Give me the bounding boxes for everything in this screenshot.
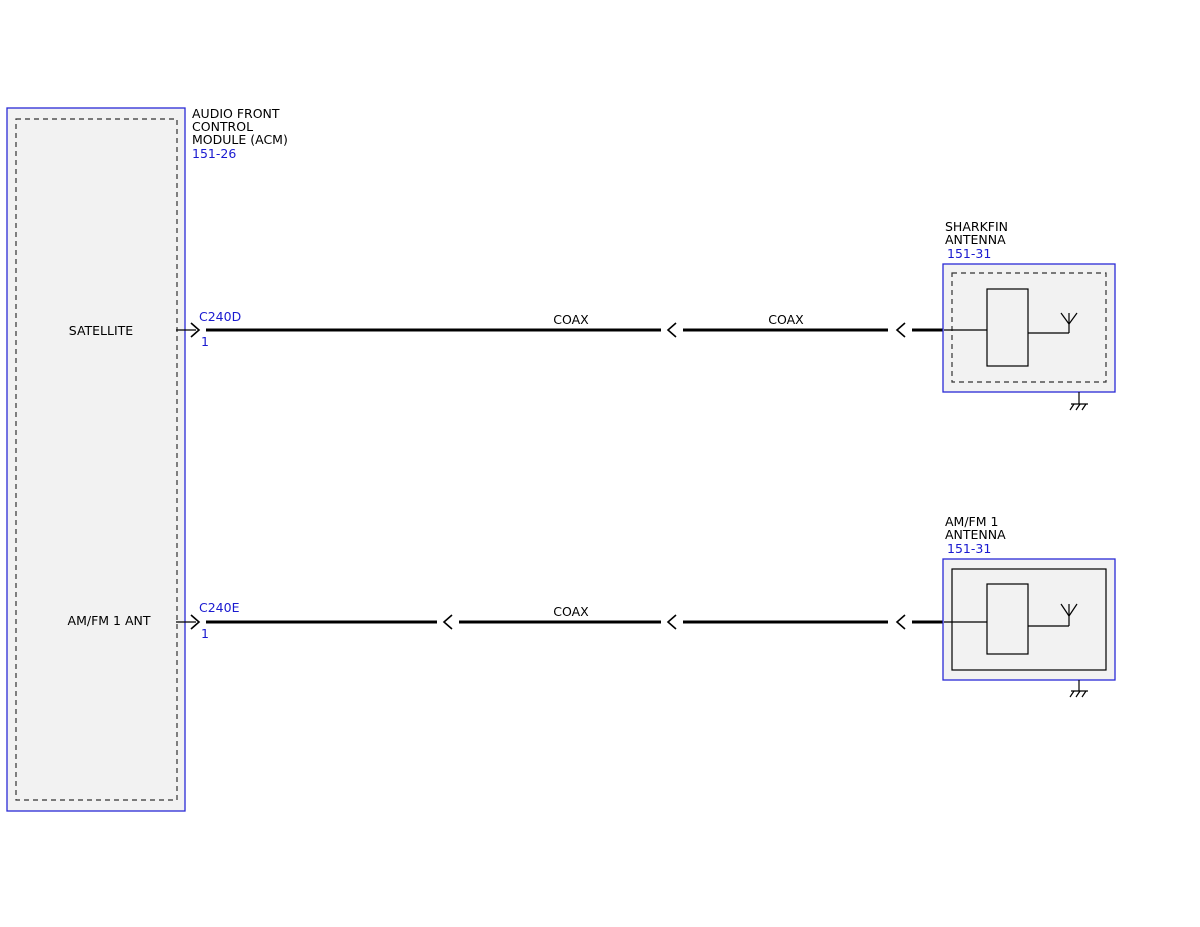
sharkfin-reference[interactable]: 151-31 — [947, 246, 991, 261]
amfm-antenna-inner-boundary — [951, 568, 1107, 671]
sharkfin-outline — [942, 263, 1116, 393]
amfm-antenna-reference[interactable]: 151-31 — [947, 541, 991, 556]
amfm-antenna-amplifier-box — [986, 583, 1029, 655]
amfm-antenna-outline — [942, 558, 1116, 681]
amfm-circuit — [176, 614, 944, 630]
ground-icon — [1069, 392, 1088, 411]
amfm-antenna-name-line1: AM/FM 1 — [945, 514, 998, 529]
acm-reference[interactable]: 151-26 — [192, 146, 236, 161]
acm-name-line2: CONTROL — [192, 119, 253, 134]
acm-name-line1: AUDIO FRONT — [192, 106, 280, 121]
connector-c240d-pin: 1 — [201, 334, 209, 349]
acm-outline — [6, 107, 186, 812]
inline-connector-icon — [895, 614, 906, 630]
antenna-icon — [1060, 603, 1078, 626]
amfm-antenna-component[interactable] — [942, 558, 1116, 681]
connector-c240d-icon — [190, 322, 201, 338]
sharkfin-inner-boundary — [951, 272, 1107, 383]
connector-c240d-id[interactable]: C240D — [199, 309, 241, 324]
amfm-antenna-name-line2: ANTENNA — [945, 527, 1006, 542]
amfm-wire-label: COAX — [553, 604, 589, 619]
ground-icon — [1069, 680, 1088, 698]
satellite-circuit — [176, 322, 944, 338]
satellite-wire-label-right: COAX — [768, 312, 804, 327]
connector-c240e-id[interactable]: C240E — [199, 600, 240, 615]
acm-name-line3: MODULE (ACM) — [192, 132, 288, 147]
satellite-wire-label-left: COAX — [553, 312, 589, 327]
acm-module[interactable]: SATELLITE AM/FM 1 ANT — [6, 107, 186, 812]
antenna-icon — [1060, 312, 1078, 333]
acm-pin-satellite-label: SATELLITE — [69, 323, 134, 338]
connector-c240e-icon — [190, 614, 201, 630]
connector-c240e-pin: 1 — [201, 626, 209, 641]
acm-pin-amfm-label: AM/FM 1 ANT — [68, 613, 151, 628]
inline-connector-icon — [666, 322, 677, 338]
sharkfin-amplifier-box — [986, 288, 1029, 367]
inline-connector-icon — [442, 614, 453, 630]
inline-connector-icon — [895, 322, 906, 338]
inline-connector-icon — [666, 614, 677, 630]
sharkfin-antenna-component[interactable] — [942, 263, 1116, 393]
sharkfin-name-line2: ANTENNA — [945, 232, 1006, 247]
sharkfin-name-line1: SHARKFIN — [945, 219, 1008, 234]
acm-inner-boundary — [15, 118, 178, 801]
